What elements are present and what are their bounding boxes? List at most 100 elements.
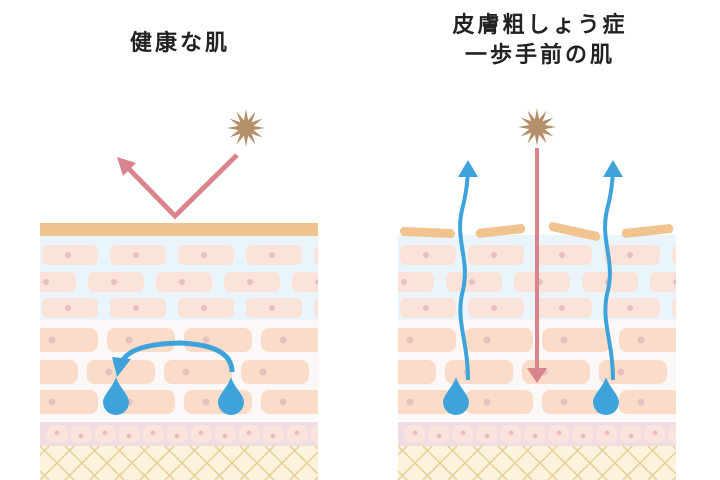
cell-nucleus (627, 305, 633, 311)
title-line-2: 一歩手前の肌 (464, 42, 615, 68)
collagen-fiber (89, 445, 125, 480)
skin-cell (398, 272, 434, 292)
uv-star-icon (518, 108, 556, 146)
skin-cell (650, 272, 676, 292)
cell-nucleus (423, 305, 429, 311)
skin-cell (40, 390, 98, 414)
uv-star-icon (227, 109, 265, 147)
cell-nucleus (560, 398, 568, 406)
skin-cell (465, 390, 533, 414)
cell-nucleus (246, 430, 252, 436)
skin-cell (599, 360, 667, 384)
collagen-fiber (214, 445, 250, 480)
cell-nucleus (279, 336, 287, 344)
cell-nucleus (357, 337, 364, 344)
basal-cell (310, 425, 318, 443)
cell-nucleus (677, 434, 682, 439)
skin-cell (40, 272, 76, 292)
cell-nucleus (201, 252, 207, 258)
skin-cell (696, 390, 720, 414)
cell-nucleus (48, 398, 56, 406)
skin-cell (398, 328, 456, 352)
cell-nucleus (559, 305, 565, 311)
collagen-fiber (314, 475, 318, 480)
arrowhead-icon (112, 357, 131, 377)
cell-nucleus (628, 433, 634, 439)
skin-cell (314, 245, 318, 265)
collagen-fiber (522, 445, 558, 480)
basal-cell (668, 425, 676, 443)
skin-cell (164, 360, 232, 384)
cell-nucleus (43, 279, 49, 285)
cell-nucleus (133, 305, 139, 311)
cell-nucleus (29, 369, 36, 376)
cell-nucleus (695, 305, 701, 311)
cell-nucleus (111, 279, 117, 285)
skin-cell (338, 328, 406, 352)
cell-nucleus (491, 305, 497, 311)
water-drop-icon (443, 377, 469, 415)
collagen-fiber (189, 445, 225, 480)
cell-nucleus (201, 305, 207, 311)
collagen-fiber (597, 445, 633, 480)
cell-nucleus (469, 279, 475, 285)
skin-cell (292, 272, 318, 292)
cell-nucleus (406, 398, 414, 406)
cell-nucleus (652, 430, 658, 436)
cell-nucleus (637, 398, 645, 406)
collagen-fiber (622, 445, 658, 480)
collagen-fiber (289, 450, 318, 480)
star-shape (227, 109, 265, 147)
stratum-corneum-broken (400, 222, 674, 241)
skin-cell (696, 328, 720, 352)
collagen-fiber (398, 445, 433, 480)
skin-cell (241, 360, 309, 384)
water-retention-arrow (119, 340, 235, 373)
collagen-fiber (398, 469, 408, 480)
star-shape (518, 108, 556, 146)
healthy-skin-title: 健康な肌 (129, 30, 230, 56)
collagen-fiber (547, 445, 583, 480)
skin-cell (318, 360, 386, 384)
cell-nucleus (508, 430, 514, 436)
flake (548, 222, 601, 241)
cell-nucleus (436, 433, 442, 439)
collagen-fiber (239, 445, 275, 480)
cell-nucleus (259, 368, 267, 376)
cell-nucleus (294, 430, 300, 436)
cell-nucleus (483, 398, 491, 406)
collagen-fiber (40, 469, 50, 480)
cell-nucleus (560, 336, 568, 344)
cell-nucleus (580, 433, 586, 439)
cell-nucleus (337, 305, 343, 311)
collagen-fiber (264, 445, 300, 480)
skin-cell (672, 298, 676, 318)
collagen-fiber (422, 445, 458, 480)
cell-nucleus (54, 430, 60, 436)
damaged-skin-section (348, 235, 720, 480)
skin-cell (676, 360, 720, 384)
water-drop-icon (103, 377, 129, 415)
cell-nucleus (179, 279, 185, 285)
skin-cell (338, 390, 406, 414)
stratum-corneum-intact (40, 223, 318, 236)
cell-nucleus (460, 430, 466, 436)
cell-nucleus (556, 430, 562, 436)
cell-nucleus (269, 252, 275, 258)
collagen-fiber (0, 446, 24, 480)
collagen-fiber (348, 446, 382, 480)
cell-nucleus (65, 305, 71, 311)
arrowhead-icon (527, 368, 547, 383)
collagen-fiber (398, 445, 408, 457)
skin-cell (398, 390, 456, 414)
cell-nucleus (483, 336, 491, 344)
cell-nucleus (269, 305, 275, 311)
skin-cell (542, 390, 610, 414)
collagen-fiber (114, 445, 150, 480)
flake (475, 224, 526, 238)
water-drop-icon (593, 377, 619, 415)
cell-nucleus (78, 433, 84, 439)
skin-cell (619, 328, 676, 352)
skin-cell (87, 360, 155, 384)
uv-reflect-arrow (126, 153, 239, 220)
